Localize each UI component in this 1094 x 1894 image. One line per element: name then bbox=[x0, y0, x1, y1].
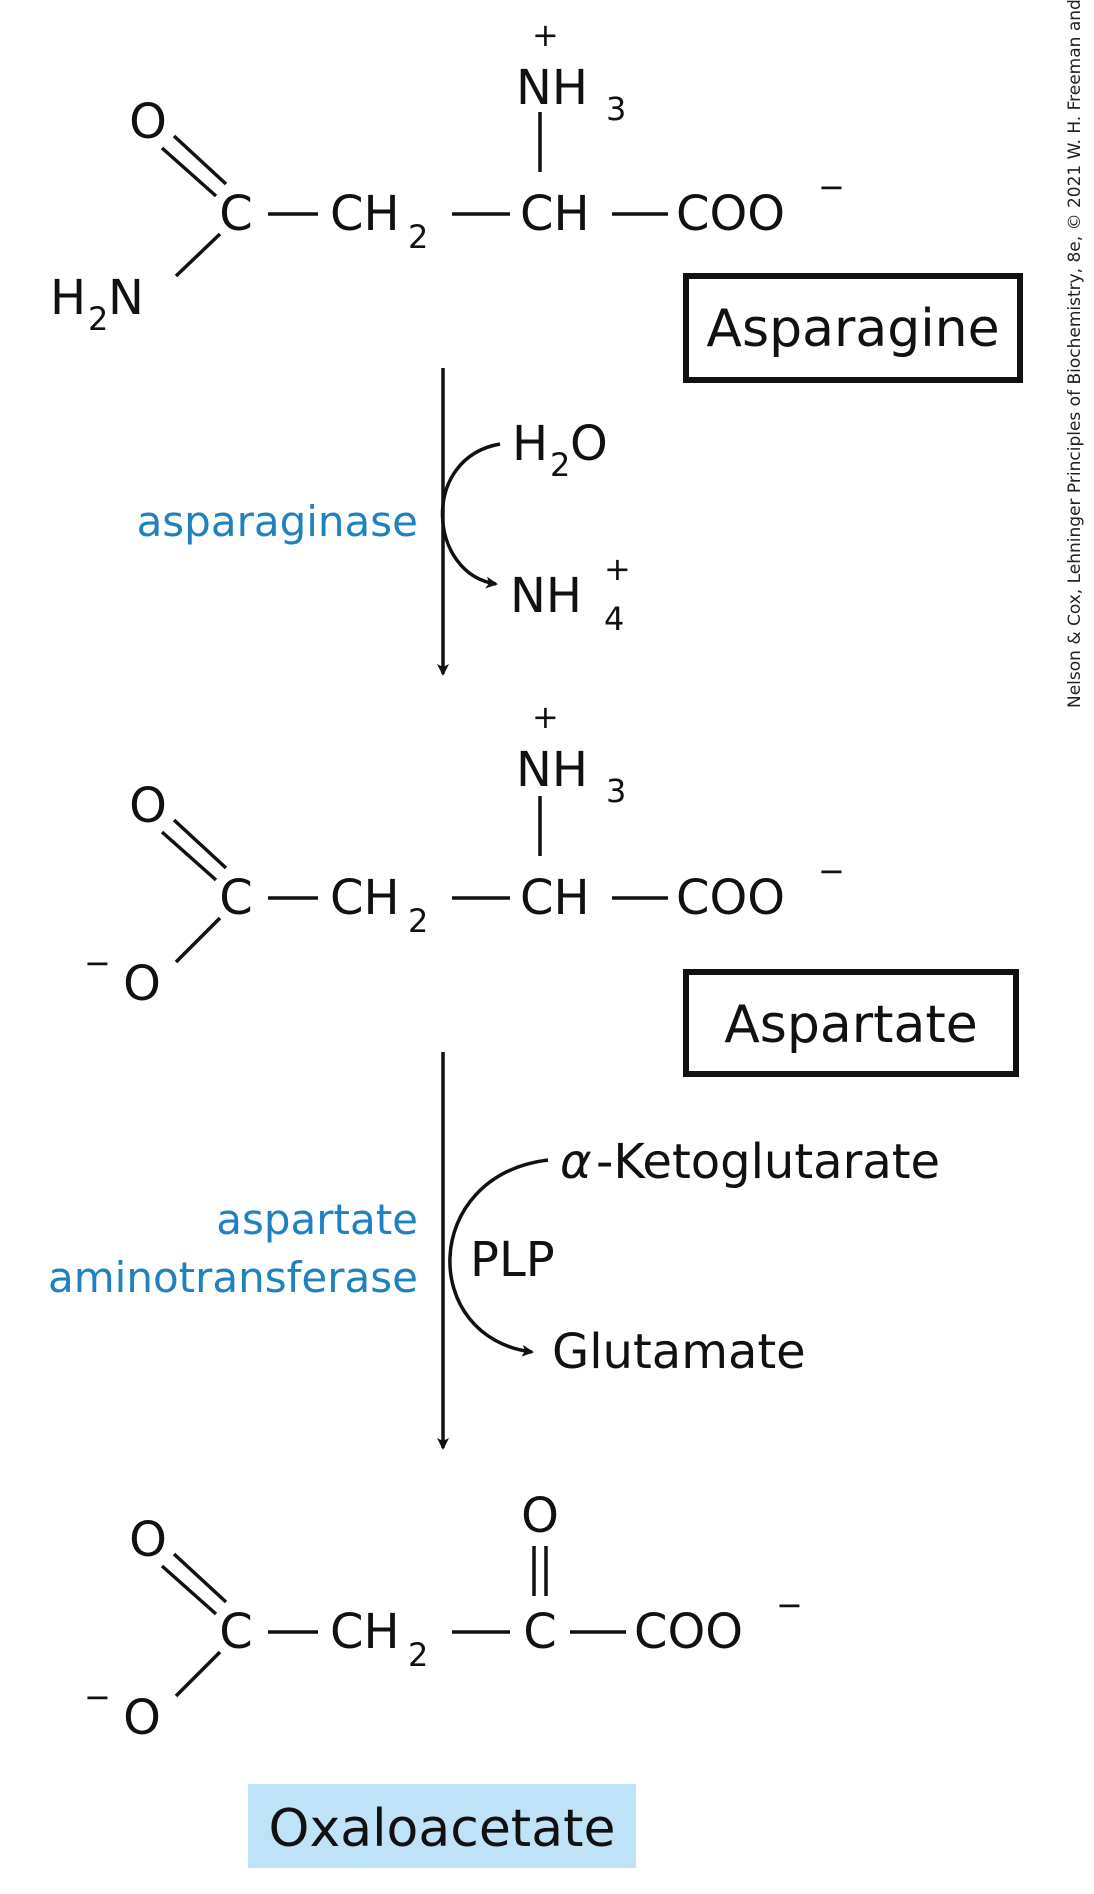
aspartate-side-oxygen-charge: − bbox=[84, 944, 111, 982]
aspartate-double-bond-a bbox=[160, 830, 218, 882]
asparagine-amine-subscript: 3 bbox=[606, 90, 626, 128]
step1-water: H 2 O bbox=[512, 416, 608, 484]
oxaloacetate-side-oxygen-charge: − bbox=[84, 1678, 111, 1716]
oxaloacetate-bond-c-o bbox=[174, 1650, 222, 1698]
asparagine-double-bond-b bbox=[172, 134, 228, 186]
aspartate-bond-c-o bbox=[174, 916, 222, 964]
oxaloacetate-side-oxygen: O bbox=[123, 1690, 161, 1746]
oxaloacetate-ch2-subscript: 2 bbox=[408, 1636, 428, 1674]
asparagine-carbonyl-oxygen: O bbox=[129, 94, 167, 150]
oxaloacetate-label: Oxaloacetate bbox=[269, 1799, 616, 1859]
aspartate-side-oxygen: O bbox=[123, 956, 161, 1012]
svg-text:2: 2 bbox=[550, 446, 570, 484]
asparagine-carboxylate-charge: − bbox=[818, 168, 845, 206]
step2-enzyme-label-line2: aminotransferase bbox=[48, 1253, 418, 1302]
oxaloacetate-double-bond-b bbox=[172, 1552, 228, 1604]
aspartate-carbon: C bbox=[219, 870, 253, 926]
asparagine-alpha-carbon: CH bbox=[520, 186, 590, 242]
aspartate-ch2-subscript: 2 bbox=[408, 902, 428, 940]
svg-text:α: α bbox=[560, 1134, 592, 1190]
oxaloacetate-carboxylate-charge: − bbox=[776, 1586, 803, 1624]
asparagine-amine: NH bbox=[516, 60, 588, 116]
oxaloacetate-carboxylate: COO bbox=[634, 1604, 743, 1660]
svg-text:+: + bbox=[604, 550, 631, 588]
asparagine-bond-c-n bbox=[174, 232, 222, 278]
svg-text:-Ketoglutarate: -Ketoglutarate bbox=[596, 1134, 940, 1190]
oxaloacetate-double-bond-a bbox=[160, 1564, 218, 1616]
oxaloacetate-keto-oxygen: O bbox=[521, 1488, 559, 1544]
step2-enzyme-label-line1: aspartate bbox=[216, 1195, 418, 1244]
aspartate-carbonyl-oxygen: O bbox=[129, 778, 167, 834]
step2-glutamate: Glutamate bbox=[552, 1324, 806, 1380]
step1-reaction-arrow bbox=[437, 368, 501, 676]
step1-ammonium: NH 4 + bbox=[510, 550, 631, 638]
step1-enzyme-label: asparaginase bbox=[137, 497, 418, 546]
aspartate-alpha-carbon: CH bbox=[520, 870, 590, 926]
aspartate-amine: NH bbox=[516, 742, 588, 798]
aspartate-amine-charge: + bbox=[532, 698, 559, 736]
step2-cofactor: PLP bbox=[470, 1232, 555, 1288]
asparagine-label-box: Asparagine bbox=[683, 273, 1023, 383]
asparagine-carboxylate: COO bbox=[676, 186, 785, 242]
asparagine-structure: O C CH 2 CH COO − + NH 3 H 2 N bbox=[50, 16, 845, 338]
asparagine-amide-n: N bbox=[108, 270, 144, 326]
asparagine-amide-subscript: 2 bbox=[88, 300, 108, 338]
svg-text:H: H bbox=[512, 416, 548, 472]
svg-text:NH: NH bbox=[510, 568, 582, 624]
aspartate-amine-subscript: 3 bbox=[606, 772, 626, 810]
asparagine-ch2-subscript: 2 bbox=[408, 218, 428, 256]
aspartate-ch2: CH bbox=[330, 870, 400, 926]
svg-text:O: O bbox=[570, 416, 608, 472]
oxaloacetate-ch2: CH bbox=[330, 1604, 400, 1660]
asparagine-double-bond-a bbox=[160, 146, 218, 198]
asparagine-amide-h: H bbox=[50, 270, 86, 326]
step2-reaction-arrow bbox=[437, 1052, 549, 1450]
oxaloacetate-structure: O C CH 2 C COO − O − O bbox=[84, 1488, 803, 1746]
aspartate-structure: O C CH 2 CH COO − + NH 3 − O bbox=[84, 698, 845, 1012]
asparagine-ch2: CH bbox=[330, 186, 400, 242]
svg-text:4: 4 bbox=[604, 600, 624, 638]
oxaloacetate-keto-carbon: C bbox=[523, 1604, 557, 1660]
oxaloacetate-label-highlight: Oxaloacetate bbox=[248, 1784, 636, 1868]
asparagine-carbon: C bbox=[219, 186, 253, 242]
oxaloacetate-carbon: C bbox=[219, 1604, 253, 1660]
aspartate-label: Aspartate bbox=[724, 995, 978, 1055]
aspartate-label-box: Aspartate bbox=[683, 969, 1019, 1077]
aspartate-carboxylate: COO bbox=[676, 870, 785, 926]
oxaloacetate-carbonyl-oxygen: O bbox=[129, 1512, 167, 1568]
aspartate-carboxylate-charge: − bbox=[818, 852, 845, 890]
asparagine-label: Asparagine bbox=[706, 299, 999, 359]
figure-credit: Nelson & Cox, Lehninger Principles of Bi… bbox=[1065, 0, 1085, 708]
step2-alpha-ketoglutarate: α -Ketoglutarate bbox=[560, 1134, 940, 1190]
asparagine-amine-charge: + bbox=[532, 16, 559, 54]
aspartate-double-bond-b bbox=[172, 818, 228, 870]
